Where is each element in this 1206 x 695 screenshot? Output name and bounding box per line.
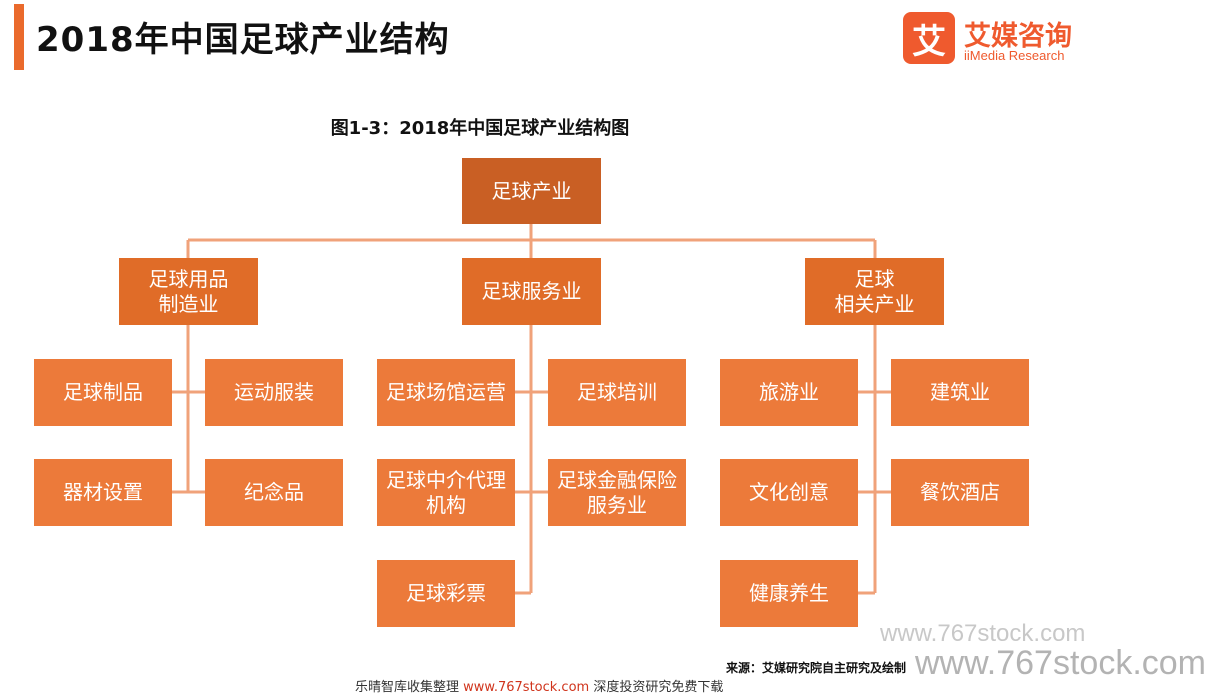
leaf-node: 足球制品 xyxy=(34,359,172,426)
footer-link[interactable]: www.767stock.com xyxy=(463,680,590,695)
figure-title: 图1-3：2018年中国足球产业结构图 xyxy=(330,118,630,139)
logo-name-cn: 艾媒咨询 xyxy=(964,21,1072,52)
leaf-node: 器材设置 xyxy=(34,459,172,526)
leaf-node: 旅游业 xyxy=(720,359,858,426)
leaf-node: 足球中介代理 机构 xyxy=(377,459,515,526)
leaf-node: 餐饮酒店 xyxy=(891,459,1029,526)
branch-node-manufacturing: 足球用品 制造业 xyxy=(119,258,258,325)
leaf-node: 足球彩票 xyxy=(377,560,515,627)
leaf-node: 建筑业 xyxy=(891,359,1029,426)
connector-lines xyxy=(172,224,891,595)
iimedia-logo-icon: 艾 xyxy=(903,12,955,64)
footer-text-a: 乐晴智库收集整理 xyxy=(355,680,464,695)
leaf-node: 纪念品 xyxy=(205,459,343,526)
leaf-node: 足球培训 xyxy=(548,359,686,426)
footer-text-b: 深度投资研究免费下载 xyxy=(589,680,724,695)
branch-node-related: 足球 相关产业 xyxy=(805,258,944,325)
leaf-node: 运动服装 xyxy=(205,359,343,426)
source-note: 来源：艾媒研究院自主研究及绘制 xyxy=(726,661,907,675)
watermark-large: www.767stock.com xyxy=(915,644,1206,682)
watermark-small: www.767stock.com xyxy=(880,620,1086,647)
root-node: 足球产业 xyxy=(462,158,601,224)
leaf-node: 足球场馆运营 xyxy=(377,359,515,426)
title-accent-bar xyxy=(14,4,24,70)
leaf-node: 文化创意 xyxy=(720,459,858,526)
leaf-node: 足球金融保险 服务业 xyxy=(548,459,686,526)
footer-banner: 乐晴智库收集整理 www.767stock.com 深度投资研究免费下载 xyxy=(355,676,723,695)
page-title: 2018年中国足球产业结构 xyxy=(36,20,450,60)
leaf-node: 健康养生 xyxy=(720,560,858,627)
logo-name-en: iiMedia Research xyxy=(964,48,1065,63)
branch-node-services: 足球服务业 xyxy=(462,258,601,325)
